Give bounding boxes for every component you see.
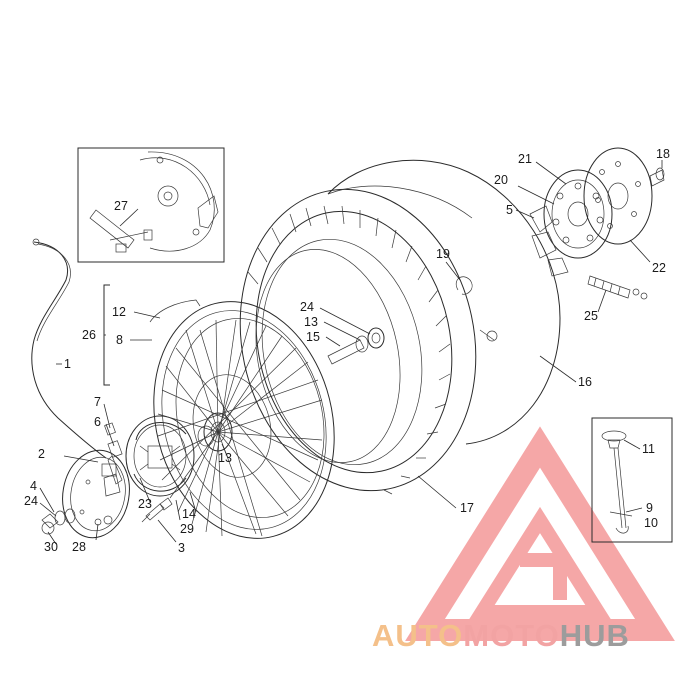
callout-25: 25 <box>584 309 598 323</box>
callout-labels: 1 2 3 4 5 6 7 8 9 10 11 12 13 13 14 15 1… <box>24 147 670 555</box>
axle-hardware-left <box>41 508 102 535</box>
brake-cable <box>31 238 107 459</box>
callout-22: 22 <box>652 261 666 275</box>
brake-cam-parts <box>104 422 123 485</box>
watermark-hub: HUB <box>560 618 630 653</box>
callout-28: 28 <box>72 540 86 554</box>
circlip <box>455 276 473 295</box>
watermark-logo <box>405 426 675 641</box>
callout-14: 14 <box>182 507 196 521</box>
callout-16: 16 <box>578 375 592 389</box>
callout-3: 3 <box>178 541 185 555</box>
callout-20: 20 <box>494 173 508 187</box>
watermark-wordmark: AUTOMOTOHUB <box>372 618 630 653</box>
watermark-moto: MOTO <box>463 618 559 653</box>
inset-box <box>77 147 225 263</box>
outer-tyre-16 <box>327 159 561 445</box>
callout-12: 12 <box>112 305 126 319</box>
callout-8: 8 <box>116 333 123 347</box>
callout-23: 23 <box>138 497 152 511</box>
callout-6: 6 <box>94 415 101 429</box>
chain-links <box>587 275 648 300</box>
brake-plate <box>62 449 130 539</box>
brake-shoes <box>125 415 195 497</box>
callout-7: 7 <box>94 395 101 409</box>
sprocket-assembly <box>529 147 665 277</box>
callout-24-left: 24 <box>24 494 38 508</box>
watermark-auto: AUTO <box>372 618 463 653</box>
callout-15: 15 <box>306 330 320 344</box>
callout-13-hub: 13 <box>218 451 232 465</box>
callout-19: 19 <box>436 247 450 261</box>
callout-11: 11 <box>642 442 655 456</box>
spoked-rim <box>149 299 335 539</box>
leader-lines <box>39 160 663 545</box>
axle-spacers <box>197 327 385 447</box>
callout-18: 18 <box>656 147 670 161</box>
callout-21: 21 <box>518 152 532 166</box>
callout-17: 17 <box>460 501 474 515</box>
tyre <box>239 188 477 495</box>
callout-30: 30 <box>44 540 58 554</box>
callout-4: 4 <box>30 479 37 493</box>
callout-5: 5 <box>506 203 513 217</box>
callout-27: 27 <box>114 199 128 213</box>
brake-bolt <box>141 497 173 523</box>
callout-29: 29 <box>180 522 194 536</box>
callout-10: 10 <box>644 516 658 530</box>
callout-1: 1 <box>64 357 71 371</box>
inset-box-right <box>591 417 673 543</box>
callout-9: 9 <box>646 501 653 515</box>
callout-24-centre: 24 <box>300 300 314 314</box>
svg-text:AUTOMOTOHUB: AUTOMOTOHUB <box>372 618 630 653</box>
callout-2: 2 <box>38 447 45 461</box>
callout-26: 26 <box>82 328 96 342</box>
callout-13-centre: 13 <box>304 315 318 329</box>
